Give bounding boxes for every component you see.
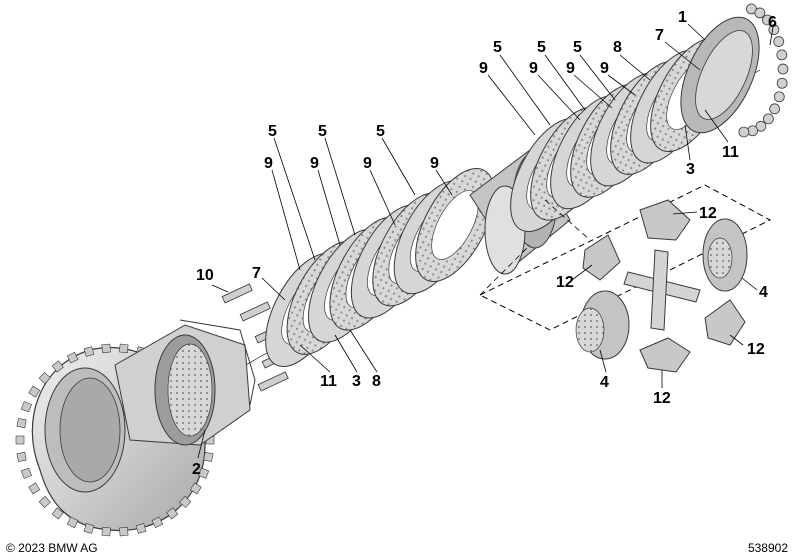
gear-tooth	[16, 451, 27, 462]
callout-8: 8	[372, 373, 381, 390]
gear-tooth	[28, 482, 41, 495]
nut	[768, 24, 780, 36]
callout-11: 11	[320, 373, 337, 390]
gear-tooth	[151, 516, 164, 529]
gear-tooth	[101, 343, 111, 354]
clutch-housing	[114, 319, 256, 446]
nut	[762, 14, 773, 26]
callout-5: 5	[493, 39, 502, 56]
gear-tooth	[38, 371, 51, 385]
differential-parts	[575, 199, 748, 373]
callout-5: 5	[318, 123, 327, 140]
nut	[754, 7, 766, 19]
callout-4: 4	[759, 284, 768, 301]
callout-4: 4	[600, 374, 609, 391]
gear-tooth	[38, 495, 51, 509]
nut	[776, 77, 788, 89]
gear-tooth	[28, 385, 41, 398]
callout-1: 1	[678, 9, 687, 26]
differential-inset	[478, 184, 772, 331]
gear-tooth	[119, 526, 129, 537]
gear-tooth	[166, 507, 179, 520]
end-cover-part-1	[680, 16, 760, 134]
gear-tooth	[16, 418, 27, 429]
callout-9: 9	[363, 155, 372, 172]
nut	[776, 49, 788, 61]
gear-tooth	[189, 482, 202, 495]
gear-tooth	[101, 526, 111, 537]
gear-tooth	[66, 351, 79, 364]
callout-12: 12	[699, 205, 717, 222]
gear-tooth	[198, 467, 210, 479]
callout-9: 9	[479, 60, 488, 77]
nut	[769, 103, 781, 115]
callout-5: 5	[537, 39, 546, 56]
callout-7: 7	[655, 27, 664, 44]
gear-tooth	[20, 467, 32, 479]
nuts-part-6	[738, 3, 789, 138]
leader-lines	[197, 23, 774, 459]
plate-bore	[431, 190, 479, 260]
gear-tooth	[83, 523, 95, 534]
nut	[762, 113, 774, 125]
callout-12: 12	[556, 274, 574, 291]
gear-tooth	[15, 435, 25, 445]
copyright-notice: © 2023 BMW AG	[6, 541, 98, 555]
callout-labels: 1 6 7 5 5 5 8 9 9 9 9 11 3 5 5 5 9 9 9 9…	[192, 9, 777, 478]
callout-10: 10	[196, 267, 214, 284]
callout-9: 9	[566, 60, 575, 77]
image-id: 538902	[747, 541, 788, 555]
nut	[738, 126, 750, 138]
nut	[773, 91, 785, 103]
gear-tooth	[51, 360, 64, 373]
callout-7: 7	[252, 265, 261, 282]
callout-11: 11	[722, 144, 739, 161]
callout-12: 12	[653, 390, 671, 407]
callout-5: 5	[573, 39, 582, 56]
callout-5: 5	[376, 123, 385, 140]
gear-tooth	[51, 507, 64, 520]
gear-tooth	[135, 523, 147, 534]
callout-9: 9	[529, 60, 538, 77]
callout-12: 12	[747, 341, 765, 358]
callout-9: 9	[600, 60, 609, 77]
nut	[773, 36, 785, 47]
gear-tooth	[179, 495, 192, 509]
gear-tooth	[119, 343, 129, 354]
nut	[755, 120, 767, 132]
callout-9: 9	[264, 155, 273, 172]
callout-2: 2	[192, 461, 201, 478]
callout-5: 5	[268, 123, 277, 140]
callout-9: 9	[430, 155, 439, 172]
gear-tooth	[20, 401, 32, 413]
nut	[777, 63, 789, 75]
lower-clutch-plate-stack	[265, 167, 495, 368]
gear-tooth	[66, 516, 79, 529]
callout-8: 8	[613, 39, 622, 56]
gear-tooth	[203, 451, 214, 462]
callout-3: 3	[686, 161, 695, 178]
callout-3: 3	[352, 373, 361, 390]
callout-9: 9	[310, 155, 319, 172]
gear-tooth	[83, 346, 95, 357]
callout-6: 6	[768, 14, 777, 31]
